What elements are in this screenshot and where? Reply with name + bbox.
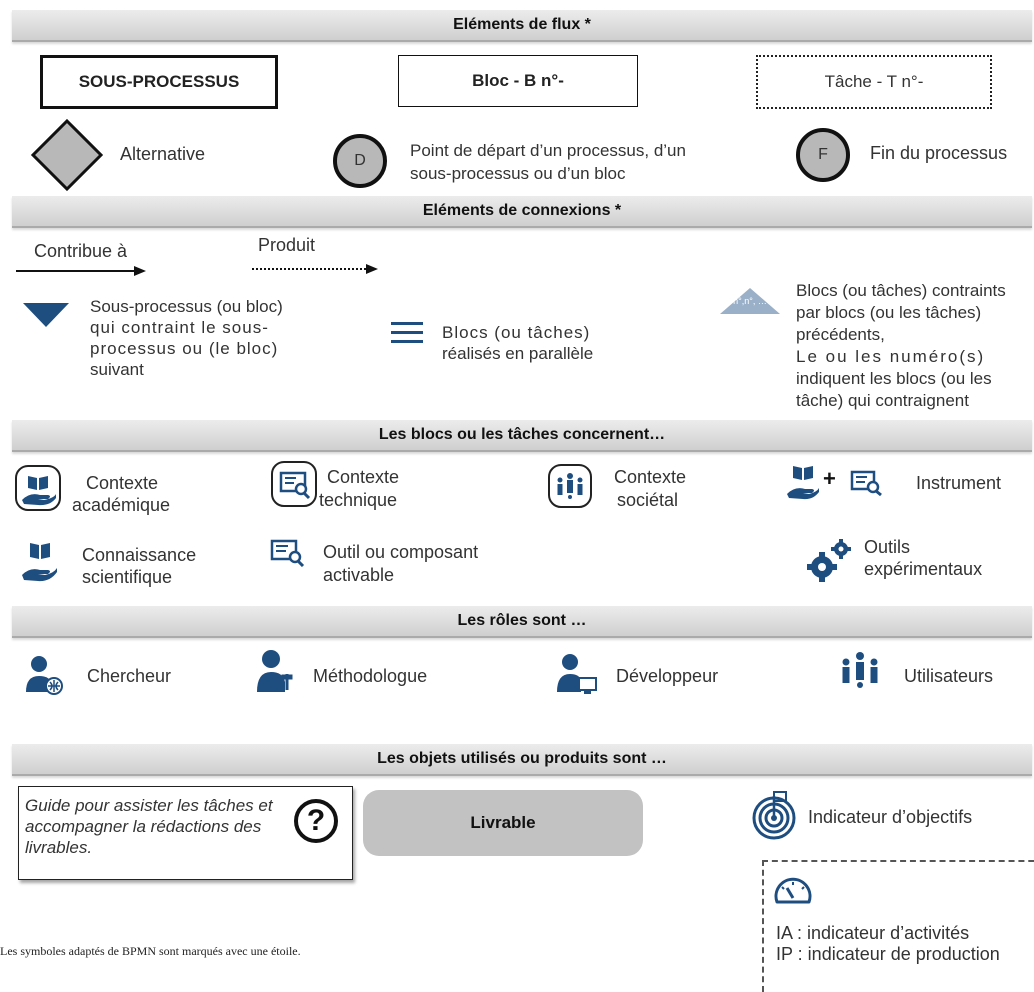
section-header-blocs: Les blocs ou les tâches concernent… (12, 420, 1032, 452)
knowledge-icon (22, 543, 57, 582)
societal-line2: sociétal (617, 490, 679, 510)
academic-line2: académique (72, 495, 171, 515)
contraints-line2: par blocs (ou les tâches) (796, 303, 982, 322)
users-icon (842, 652, 878, 688)
start-label-line1: Point de départ d’un processus, d’un (410, 141, 686, 160)
societal-context-icon (548, 464, 592, 508)
dotted-arrow-icon (252, 264, 378, 274)
guide-line3: livrables. (25, 838, 93, 857)
contraints-line6: tâche) qui contraignent (796, 391, 969, 410)
parallel-line2: réalisés en parallèle (442, 344, 594, 363)
developer-icon (557, 654, 597, 694)
activable-line2: activable (323, 565, 395, 585)
activable-tool-icon (270, 539, 305, 567)
experimental-line2: expérimentaux (864, 559, 983, 579)
parallel-lines-icon (391, 322, 423, 343)
researcher-icon (26, 656, 63, 695)
ip-label: IP : indicateur de production (776, 944, 1000, 964)
researcher-label: Chercheur (87, 666, 172, 686)
livrable-shape: Livrable (363, 790, 643, 856)
produit-label: Produit (258, 235, 316, 255)
tache-box: Tâche - T n°- (756, 55, 992, 109)
alternative-diamond-icon (30, 118, 104, 192)
technical-line2: technique (319, 490, 398, 510)
indicator-legend-box (762, 860, 1034, 992)
guide-line1: Guide pour assister les tâches et (25, 796, 273, 815)
indicator-label: Indicateur d’objectifs (808, 807, 973, 827)
technical-line1: Contexte (327, 467, 400, 487)
end-label: Fin du processus (870, 143, 1008, 163)
tool-component-icon (850, 470, 882, 496)
parallel-line1: Blocs (ou tâches) (442, 323, 591, 342)
precedence-label: n°,n°, … (733, 296, 767, 306)
section-header-flux: Eléments de flux * (12, 10, 1032, 42)
knowledge-line2: scientifique (82, 567, 173, 587)
developer-label: Développeur (616, 666, 719, 686)
constraint-triangle-icon (23, 303, 69, 327)
question-icon: ? (294, 799, 338, 843)
sous-processus-box: SOUS-PROCESSUS (40, 55, 278, 109)
methodologist-label: Méthodologue (313, 666, 428, 686)
target-indicator-icon (752, 791, 796, 840)
knowledge-line1: Connaissance (82, 545, 197, 565)
sous-line2: qui contraint le sous- (90, 318, 269, 337)
activable-line1: Outil ou composant (323, 542, 479, 562)
gauge-icon (774, 877, 812, 904)
gears-icon (807, 539, 851, 582)
instrument-label: Instrument (916, 473, 1002, 493)
contribue-label: Contribue à (34, 241, 128, 261)
end-event-icon: F (796, 128, 850, 182)
contraints-line4: Le ou les numéro(s) (796, 347, 986, 366)
section-header-objets: Les objets utilisés ou produits sont … (12, 744, 1032, 776)
sous-line3: processus ou (le bloc) (90, 339, 279, 358)
section-header-connexions: Eléments de connexions * (12, 196, 1032, 228)
technical-context-icon (271, 461, 317, 507)
contraints-line1: Blocs (ou tâches) contraints (796, 281, 1006, 300)
ia-label: IA : indicateur d’activités (776, 923, 970, 943)
users-label: Utilisateurs (904, 666, 994, 686)
section-header-roles: Les rôles sont … (12, 606, 1032, 638)
sous-line4: suivant (90, 360, 144, 379)
methodologist-icon (257, 650, 293, 692)
book-hand-icon (787, 466, 819, 500)
solid-arrow-icon (16, 266, 146, 276)
plus-sign: + (823, 466, 836, 491)
guide-line2: accompagner la rédactions des (25, 817, 262, 836)
alternative-label: Alternative (120, 144, 206, 164)
academic-line1: Contexte (86, 473, 159, 493)
contraints-line5: indiquent les blocs (ou les (796, 369, 992, 388)
start-label-line2: sous-processus ou d’un bloc (410, 164, 626, 183)
societal-line1: Contexte (614, 467, 687, 487)
sous-line1: Sous-processus (ou bloc) (90, 297, 283, 316)
bloc-box: Bloc - B n°- (398, 55, 638, 107)
guide-box: Guide pour assister les tâches et accomp… (18, 786, 353, 880)
academic-context-icon (15, 465, 61, 511)
footnote: Les symboles adaptés de BPMN sont marqué… (0, 944, 301, 958)
start-event-icon: D (333, 134, 387, 188)
contraints-line3: précédents, (796, 325, 885, 344)
experimental-line1: Outils (864, 537, 911, 557)
precedence-triangle-icon (720, 288, 780, 314)
